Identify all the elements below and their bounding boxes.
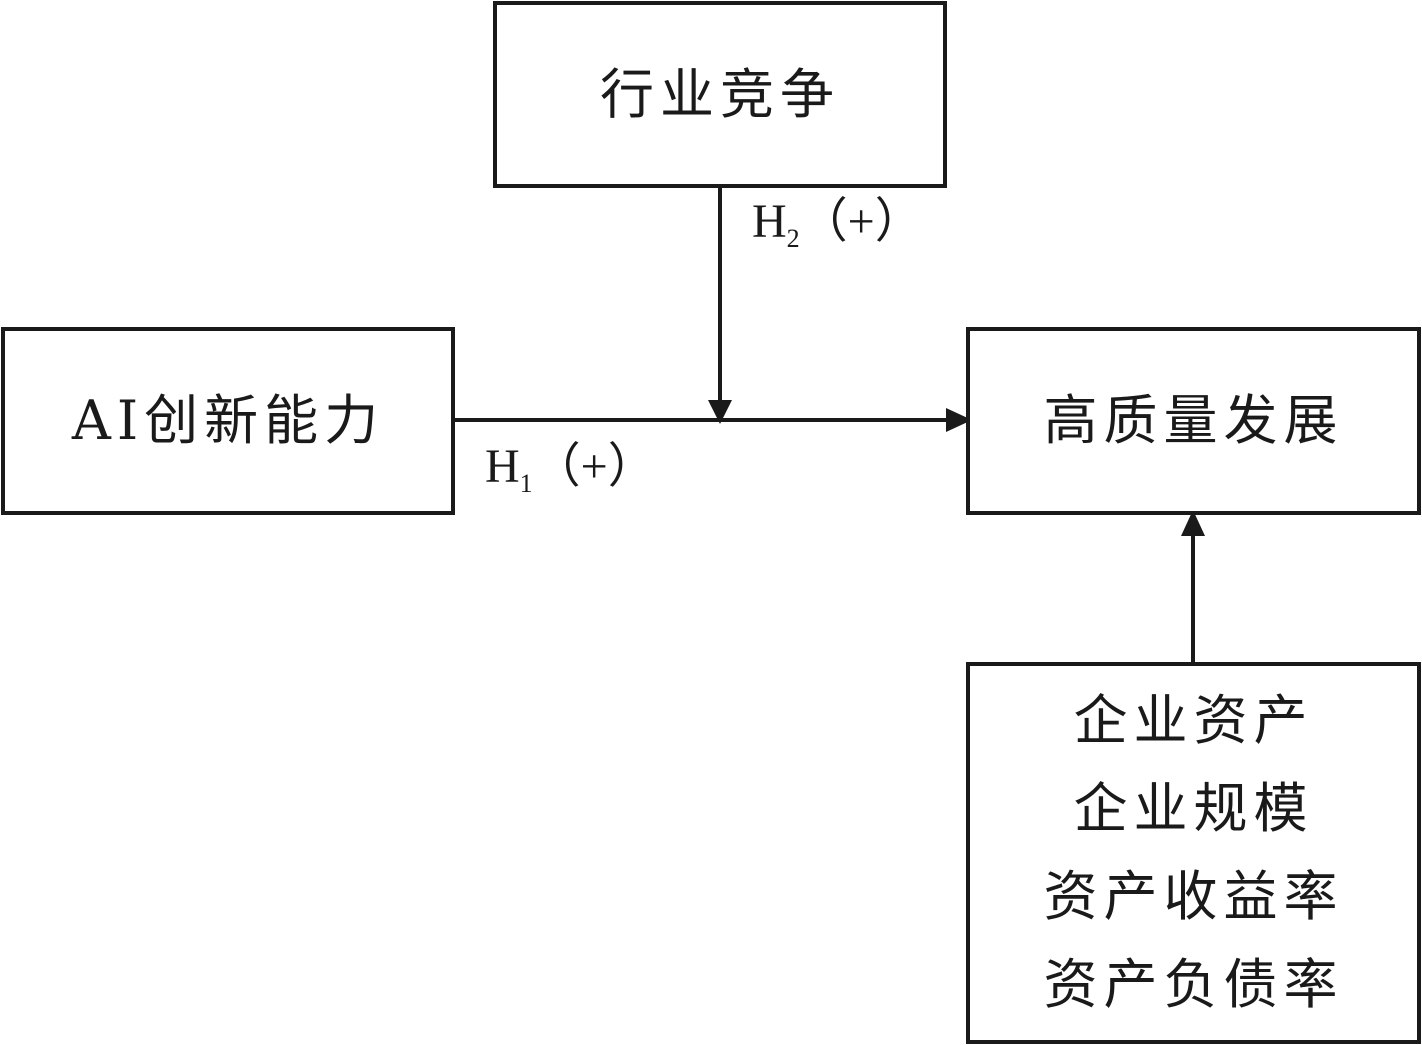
control-variable-label: 企业资产 <box>1073 689 1314 752</box>
control-variable-label: 资产负债率 <box>1043 953 1344 1016</box>
h1-sign: （+） <box>532 440 656 493</box>
hypothesis-h1-label: H1（+） <box>485 443 656 497</box>
control-variables-box: 企业资产 企业规模 资产收益率 资产负债率 <box>966 662 1421 1044</box>
ai-innovation-label: AI创新能力 <box>71 389 385 452</box>
h1-arrowhead-icon <box>946 408 972 432</box>
h2-letter: H <box>752 195 787 248</box>
high-quality-development-label: 高质量发展 <box>1043 389 1344 452</box>
h1-subscript: 1 <box>519 469 533 498</box>
ai-innovation-box: AI创新能力 <box>1 327 455 515</box>
industry-competition-box: 行业竞争 <box>493 1 947 188</box>
controls-arrowhead-icon <box>1181 510 1205 536</box>
h2-sign: （+） <box>799 195 923 248</box>
h1-letter: H <box>485 440 520 493</box>
high-quality-development-box: 高质量发展 <box>966 327 1421 515</box>
hypothesis-h2-label: H2（+） <box>752 198 923 252</box>
h2-subscript: 2 <box>786 224 800 253</box>
h2-arrowhead-icon <box>708 400 732 424</box>
industry-competition-label: 行业竞争 <box>600 62 840 126</box>
control-variable-label: 资产收益率 <box>1043 865 1344 928</box>
control-variable-label: 企业规模 <box>1073 777 1314 840</box>
